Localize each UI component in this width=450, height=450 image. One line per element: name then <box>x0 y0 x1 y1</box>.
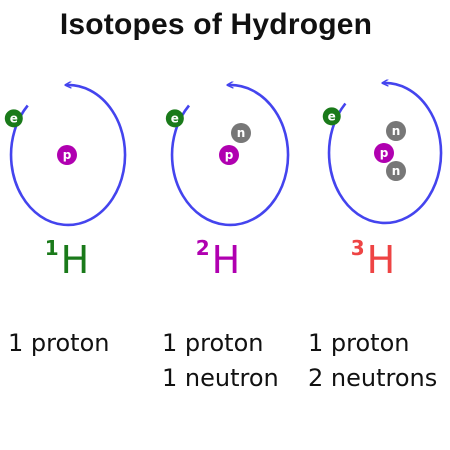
isotope-symbol-deuterium: 2H <box>173 238 263 279</box>
neutron-circle <box>231 123 251 143</box>
electron-label: e <box>10 111 18 125</box>
orbit-arrow <box>9 85 127 227</box>
proton-label: p <box>63 148 72 162</box>
mass-number: 1 <box>44 236 59 260</box>
orbit-arrow <box>170 85 290 227</box>
atom-protium: ep <box>4 85 127 227</box>
electron: e <box>165 109 184 128</box>
element-symbol: H <box>211 238 241 282</box>
description-line: 1 proton <box>308 329 410 357</box>
isotope-description-tritium: 1 proton 2 neutrons <box>308 326 437 396</box>
neutron: n <box>386 121 406 141</box>
neutron: n <box>386 161 406 181</box>
diagram-title: Isotopes of Hydrogen <box>59 8 373 41</box>
description-line: 1 proton <box>162 329 264 357</box>
proton-circle <box>374 143 394 163</box>
electron-circle <box>4 109 23 128</box>
isotope-description-deuterium: 1 proton 1 neutron <box>162 326 279 396</box>
description-line: 2 neutrons <box>308 364 438 392</box>
proton: p <box>57 145 77 165</box>
electron: e <box>4 109 23 128</box>
proton-circle <box>57 145 77 165</box>
atom-deuterium: e np <box>165 85 290 227</box>
isotope-symbol-tritium: 3H <box>328 238 418 279</box>
electron-label: e <box>328 109 336 123</box>
mass-number: 3 <box>350 236 365 260</box>
element-symbol: H <box>60 238 90 282</box>
orbit-arrow <box>327 83 443 225</box>
element-symbol: H <box>366 238 396 282</box>
isotope-symbol-protium: 1H <box>22 238 112 279</box>
proton: p <box>374 143 394 163</box>
isotope-description-protium: 1 proton <box>8 326 109 361</box>
electron-circle <box>322 107 341 126</box>
description-line: 1 proton <box>8 329 110 357</box>
neutron-label: n <box>237 126 246 140</box>
neutron: n <box>231 123 251 143</box>
neutron-circle <box>386 161 406 181</box>
mass-number: 2 <box>195 236 210 260</box>
electron-circle <box>165 109 184 128</box>
proton: p <box>219 145 239 165</box>
neutron-label: n <box>392 124 401 138</box>
electron: e <box>322 107 341 126</box>
neutron-label: n <box>392 164 401 178</box>
proton-label: p <box>380 146 389 160</box>
proton-circle <box>219 145 239 165</box>
electron-label: e <box>171 111 179 125</box>
neutron-circle <box>386 121 406 141</box>
proton-label: p <box>225 148 234 162</box>
atom-tritium: e n np <box>322 83 443 225</box>
description-line: 1 neutron <box>162 364 279 392</box>
